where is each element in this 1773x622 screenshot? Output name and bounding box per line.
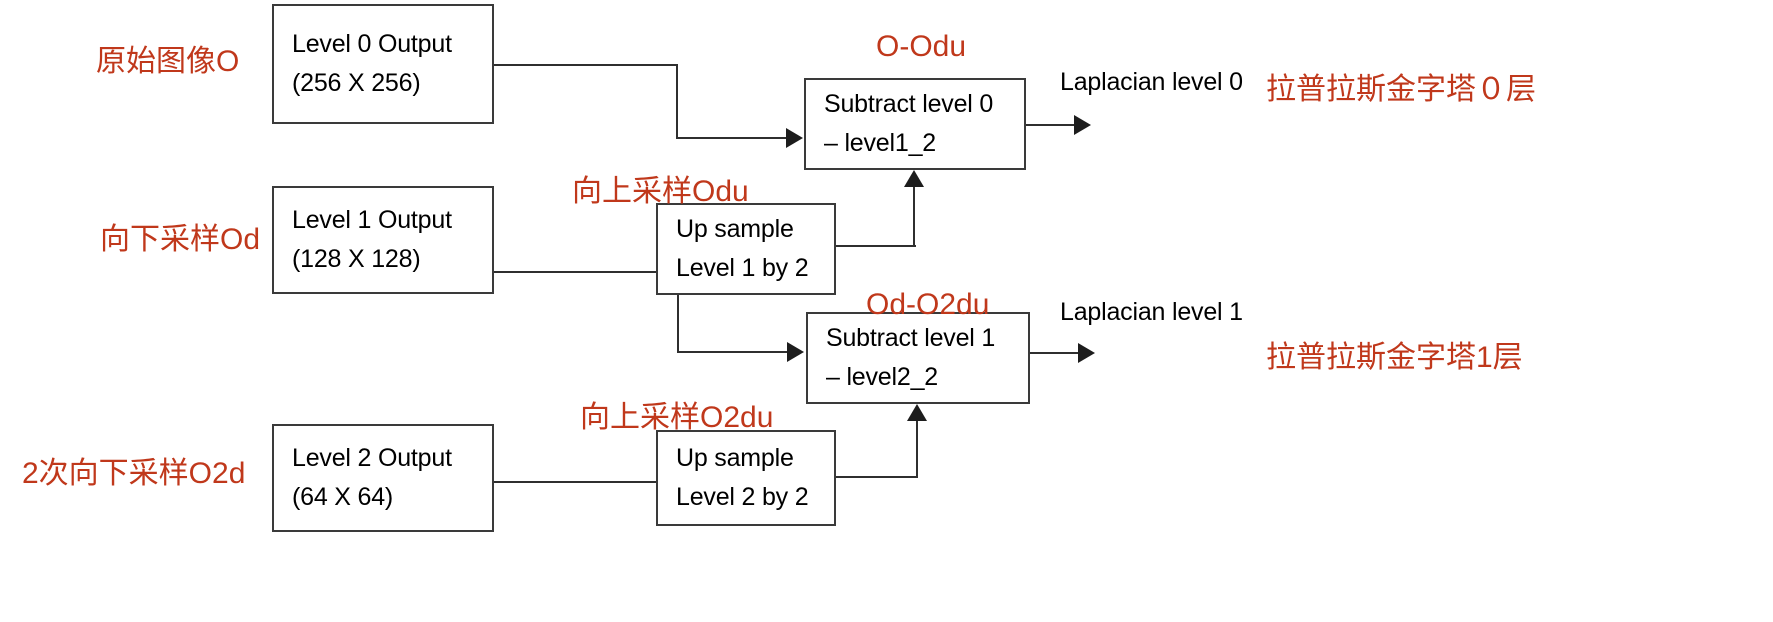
connector-upsample2-out-h (836, 476, 918, 478)
connector-level1-to-upsample1 (494, 271, 658, 273)
label-pyramid-level-1: 拉普拉斯金字塔1层 (1266, 341, 1523, 374)
connector-level1-branch-h (677, 351, 787, 353)
box-level-2-output[interactable]: Level 2 Output (64 X 64) (272, 424, 494, 532)
arrowhead-laplacian-0 (1074, 115, 1091, 135)
connector-level0-seg-h1 (494, 64, 678, 66)
box-subtract-level-1[interactable]: Subtract level 1 – level2_2 (806, 312, 1030, 404)
box-upsample-2-line-2: Level 2 by 2 (676, 483, 809, 511)
box-subtract-level-0[interactable]: Subtract level 0 – level1_2 (804, 78, 1026, 170)
box-level-2-line-2: (64 X 64) (292, 483, 394, 511)
connector-level0-seg-h2 (676, 137, 786, 139)
box-subtract-1-line-2: – level2_2 (826, 363, 938, 391)
label-laplacian-level-1: Laplacian level 1 (1060, 298, 1243, 326)
box-subtract-0-line-2: – level1_2 (824, 129, 936, 157)
box-upsample-2-line-1: Up sample (676, 443, 794, 472)
connector-subtract0-output (1026, 124, 1078, 126)
box-level-1-output[interactable]: Level 1 Output (128 X 128) (272, 186, 494, 294)
connector-upsample1-out-h (836, 245, 916, 247)
box-level-1-line-1: Level 1 Output (292, 205, 452, 234)
box-upsample-1-line-1: Up sample (676, 214, 794, 243)
label-upsample-odu: 向上采样Odu (572, 175, 749, 208)
box-subtract-0-line-1: Subtract level 0 (824, 89, 994, 118)
arrowhead-into-subtract-1 (787, 342, 804, 362)
label-pyramid-level-0: 拉普拉斯金字塔０层 (1266, 73, 1536, 106)
connector-level1-branch-v (677, 271, 679, 352)
connector-subtract1-output (1030, 352, 1082, 354)
box-level-0-output[interactable]: Level 0 Output (256 X 256) (272, 4, 494, 124)
label-downsample-o2d: 2次向下采样O2d (22, 457, 246, 490)
box-level-0-line-1: Level 0 Output (292, 29, 452, 58)
box-subtract-1-line-1: Subtract level 1 (826, 323, 996, 352)
label-laplacian-level-0: Laplacian level 0 (1060, 68, 1243, 96)
label-original-image: 原始图像O (96, 45, 240, 78)
label-upsample-o2du: 向上采样O2du (580, 401, 774, 434)
arrowhead-laplacian-1 (1078, 343, 1095, 363)
label-formula-od-minus-o2du: Od-O2du (866, 288, 990, 321)
box-up-sample-level-2[interactable]: Up sample Level 2 by 2 (656, 430, 836, 526)
connector-upsample1-out-v (913, 182, 915, 247)
arrowhead-up-into-subtract-0 (904, 170, 924, 187)
arrowhead-into-subtract-0 (786, 128, 803, 148)
box-up-sample-level-1[interactable]: Up sample Level 1 by 2 (656, 203, 836, 295)
box-level-1-line-2: (128 X 128) (292, 245, 421, 273)
box-level-0-line-2: (256 X 256) (292, 69, 421, 97)
connector-level0-seg-v1 (676, 64, 678, 138)
connector-level2-to-upsample2 (494, 481, 658, 483)
label-downsample-od: 向下采样Od (100, 223, 261, 256)
box-upsample-1-line-2: Level 1 by 2 (676, 254, 809, 282)
box-level-2-line-1: Level 2 Output (292, 443, 452, 472)
connector-upsample2-out-v (916, 416, 918, 478)
arrowhead-up-into-subtract-1 (907, 404, 927, 421)
label-formula-o-minus-odu: O-Odu (876, 30, 967, 63)
